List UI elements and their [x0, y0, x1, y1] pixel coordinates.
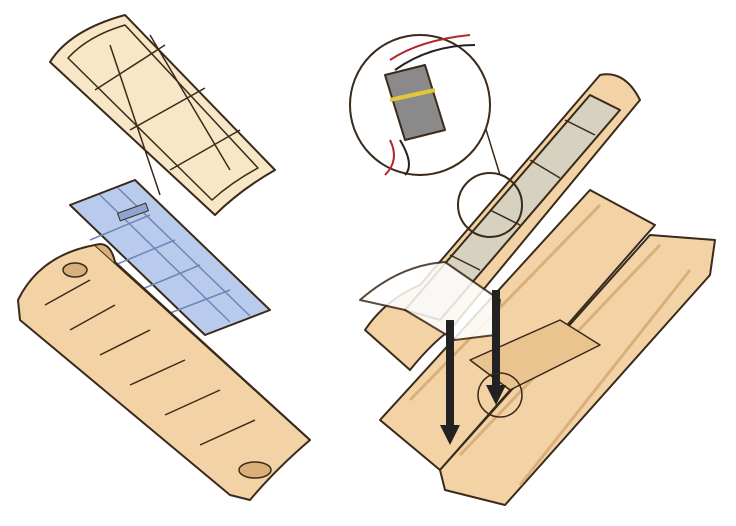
install-arrows — [440, 290, 506, 445]
callout-connector — [349, 34, 491, 176]
installation-view — [349, 34, 716, 506]
tile-base — [17, 243, 311, 501]
solar-cell-panel — [69, 179, 271, 336]
exploded-view — [17, 14, 311, 501]
detail-marker-circle — [457, 172, 523, 238]
detail-marker-circle — [477, 372, 523, 418]
hand — [359, 261, 501, 341]
tile-cover — [49, 14, 276, 216]
